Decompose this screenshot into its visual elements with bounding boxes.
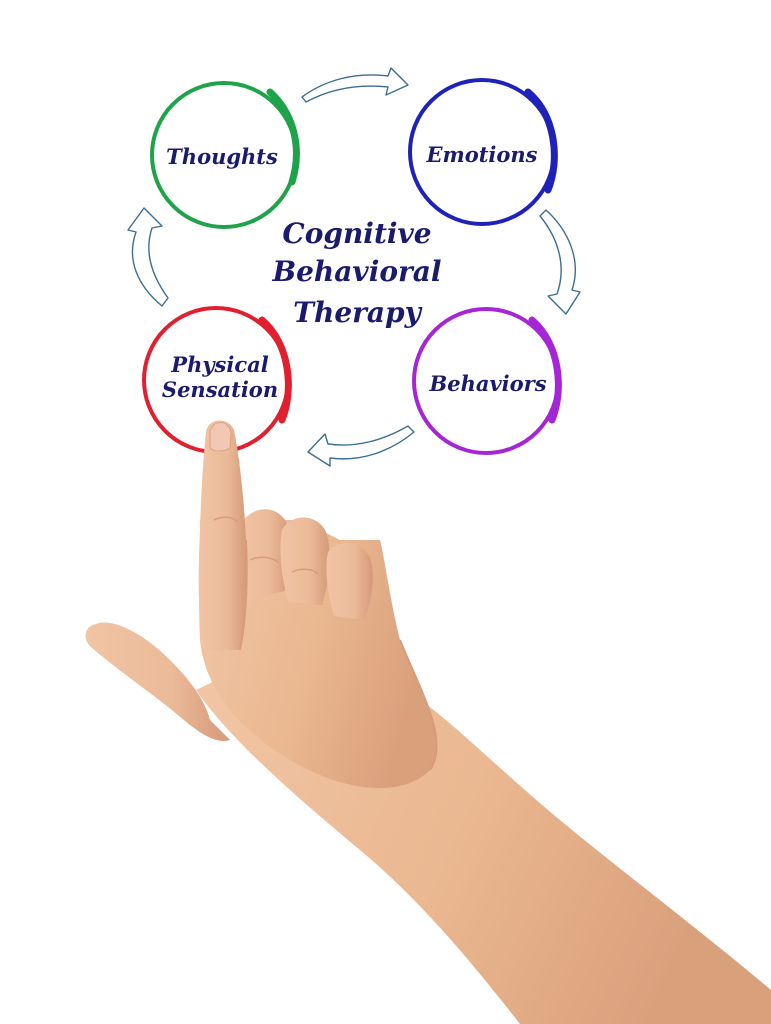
node-label-line: Thoughts: [166, 144, 278, 169]
arrow-behaviors-to-physical-sensation: [307, 425, 415, 467]
node-behaviors-label: Behaviors: [428, 371, 546, 396]
diagram-title-line-2: Behavioral: [271, 255, 441, 288]
node-label-line: Behaviors: [428, 371, 546, 396]
node-emotions-brush-stroke: [524, 88, 558, 194]
node-thoughts: Thoughts: [150, 81, 300, 229]
diagram-title: Cognitive Behavioral Therapy: [271, 217, 441, 329]
hand-edge-shading: [239, 539, 438, 771]
node-physical-sensation-brush-stroke: [258, 316, 292, 424]
cycle-arrows: [127, 67, 581, 467]
node-behaviors-brush-stroke: [528, 316, 562, 424]
arrow-thoughts-to-emotions: [301, 67, 409, 103]
pointing-hand-photo: [85, 420, 771, 1024]
arrow-physical-sensation-to-thoughts: [127, 207, 169, 307]
diagram-title-line-3: Therapy: [293, 296, 422, 329]
node-thoughts-brush-stroke: [266, 88, 300, 186]
knuckle-shading: [213, 516, 319, 575]
fingernail: [209, 422, 232, 452]
arrow-emotions-to-behaviors: [539, 209, 581, 315]
diagram-title-line-1: Cognitive: [282, 217, 431, 250]
node-thoughts-label: Thoughts: [166, 144, 278, 169]
node-emotions: Emotions: [408, 78, 558, 226]
node-label-line: Sensation: [162, 377, 278, 402]
node-behaviors: Behaviors: [412, 307, 562, 455]
node-label-line: Emotions: [425, 142, 537, 167]
node-emotions-label: Emotions: [425, 142, 537, 167]
node-label-line: Physical: [170, 352, 268, 377]
